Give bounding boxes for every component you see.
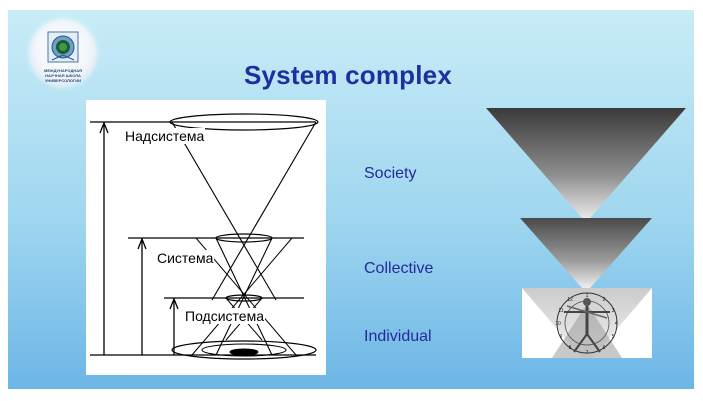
collective-cone <box>520 218 652 288</box>
label-system: Система <box>156 250 215 266</box>
label-society: Society <box>364 165 417 182</box>
vitruvian-man-icon: 1 2 3 4 5 6 7 8 9 10 11 12 <box>522 288 652 358</box>
label-supersystem: Надсистема <box>124 128 206 144</box>
hierarchy-cones-diagram <box>90 113 319 360</box>
dial-number: 7 <box>586 350 589 356</box>
dial-number: 10 <box>555 321 561 327</box>
dial-number: 9 <box>560 334 563 340</box>
society-collective-cones <box>486 108 686 288</box>
dial-number: 8 <box>569 345 572 351</box>
label-subsystem: Подсистема <box>184 308 265 324</box>
slide-title: System complex <box>243 60 452 90</box>
dial-number: 6 <box>603 345 606 351</box>
dial-number: 5 <box>612 334 615 340</box>
label-individual: Individual <box>364 328 432 345</box>
logo-line: НАУЧНАЯ ШКОЛА <box>45 73 81 78</box>
logo-caption: МЕЖДУНАРОДНАЯ НАУЧНАЯ ШКОЛА УНИВЕРСОЛОГИ… <box>36 68 90 83</box>
logo-line: МЕЖДУНАРОДНАЯ <box>44 68 82 73</box>
slide: МЕЖДУНАРОДНАЯ НАУЧНАЯ ШКОЛА УНИВЕРСОЛОГИ… <box>8 10 694 389</box>
dial-number: 11 <box>558 308 563 314</box>
logo-line: УНИВЕРСОЛОГИИ <box>44 78 82 83</box>
dial-number: 4 <box>615 321 618 327</box>
system-hierarchy-diagram: Надсистема Система Подсистема <box>86 100 326 375</box>
dial-number: 3 <box>612 308 615 314</box>
school-emblem-icon: МЕЖДУНАРОДНАЯ НАУЧНАЯ ШКОЛА УНИВЕРСОЛОГИ… <box>30 20 96 86</box>
dial-number: 12 <box>567 297 573 303</box>
label-collective: Collective <box>364 260 434 277</box>
dial-number: 1 <box>586 293 589 299</box>
dial-number: 2 <box>603 297 606 303</box>
society-cone <box>486 108 686 218</box>
